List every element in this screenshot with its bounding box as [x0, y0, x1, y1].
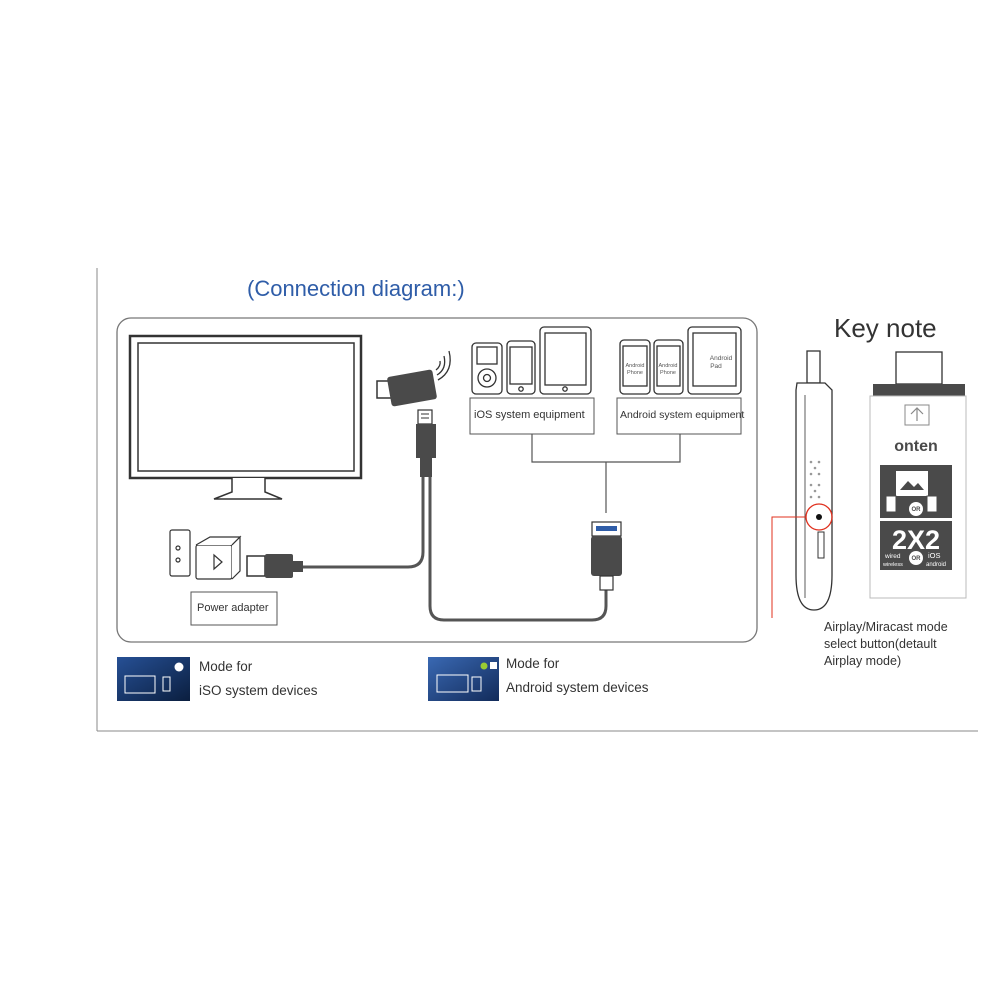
device-bracket	[531, 434, 681, 513]
ios-mode-line1: Mode for	[199, 659, 253, 674]
android-phone-label-1a: Android	[626, 363, 645, 369]
note-line-1: Airplay/Miracast mode	[824, 620, 948, 634]
power-adapter-label: Power adapter	[197, 602, 269, 614]
android-mode-line1: Mode for	[506, 656, 560, 671]
tv-monitor	[128, 334, 363, 500]
dongle-side-view	[795, 350, 833, 611]
wifi-signal-icon	[435, 350, 451, 381]
android-pad-label-b: Pad	[710, 363, 722, 370]
ios-devices-icon	[471, 326, 592, 395]
mode-button-note: Airplay/Miracast mode select button(deta…	[824, 619, 948, 670]
or-badge-bottom: OR	[912, 556, 922, 562]
otg-cable	[428, 477, 608, 622]
diagram-title: (Connection diagram:)	[247, 276, 465, 301]
android-equipment-label: Android system equipment	[620, 409, 745, 421]
wireless-label: wireless	[882, 562, 903, 568]
android-mode-line2: Android system devices	[506, 680, 649, 695]
ios-equipment-label: iOS system equipment	[474, 409, 585, 421]
ios-label: iOS	[928, 551, 941, 560]
android-mode-icon	[428, 657, 499, 701]
usb-plug-top-icon	[416, 409, 436, 477]
android-devices-icon	[619, 326, 742, 395]
brand-logo: onten	[894, 438, 938, 455]
android-phone-label-1b: Phone	[627, 370, 643, 376]
note-line-2: select button(detault	[824, 637, 937, 651]
android-label: android	[926, 562, 946, 568]
power-adapter-icon	[169, 529, 242, 580]
or-badge-top: OR	[912, 507, 922, 513]
2x2-badge: 2X2	[892, 525, 940, 555]
usb-plug-left-icon	[246, 554, 303, 578]
dongle-front-view	[869, 351, 967, 599]
otg-adapter-icon	[591, 521, 622, 591]
ios-mode-icon	[117, 657, 190, 701]
android-pad-label-a: Android	[710, 355, 733, 362]
mode-button-dot	[816, 514, 822, 520]
power-adapter-box	[190, 591, 278, 626]
android-phone-label-2a: Android	[659, 363, 678, 369]
key-note-title: Key note	[834, 313, 937, 343]
callout-line	[771, 516, 806, 618]
vent-dots	[809, 460, 821, 499]
android-equipment-box	[616, 397, 742, 435]
ios-mode-line2: iSO system devices	[199, 683, 318, 698]
ios-equipment-box	[469, 397, 595, 435]
note-line-3: Airplay mode)	[824, 654, 902, 668]
wired-label: wired	[884, 553, 901, 560]
power-cable	[302, 477, 425, 569]
android-phone-label-2b: Phone	[660, 370, 676, 376]
hdmi-dongle-icon	[376, 369, 437, 407]
